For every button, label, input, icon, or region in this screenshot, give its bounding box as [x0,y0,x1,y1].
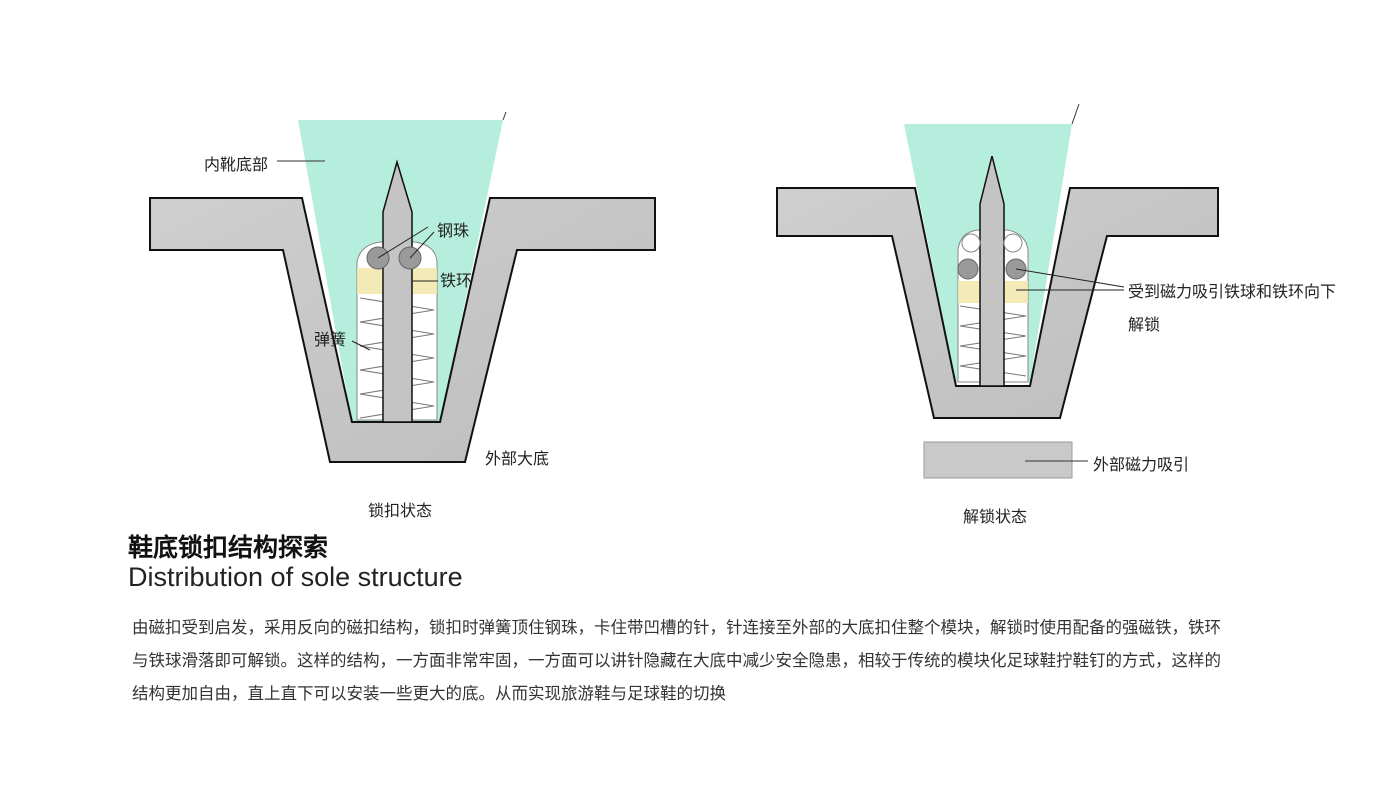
label-inner-sole: 内靴底部 [204,155,269,174]
steel-ball [957,258,979,280]
groove-empty [961,233,981,253]
paragraph-line: 与铁球滑落即可解锁。这样的结构，一方面非常牢固，一方面可以讲针隐藏在大底中减少安… [132,651,1221,670]
caption-unlocked: 解锁状态 [963,507,1028,526]
label-steel-ball: 钢珠 [437,221,470,240]
title-chinese: 鞋底锁扣结构探索 [128,533,329,562]
paragraph-line: 结构更加自由，直上直下可以安装一些更大的底。从而实现旅游鞋与足球鞋的切换 [132,684,726,703]
label-magnet: 外部磁力吸引 [1093,455,1190,474]
annotation-unlock-line1: 受到磁力吸引铁球和铁环向下 [1128,282,1337,301]
label-spring: 弹簧 [314,330,347,349]
external-magnet [923,441,1073,479]
caption-locked: 锁扣状态 [368,501,433,520]
label-outer-sole: 外部大底 [485,449,550,468]
groove-empty [1003,233,1023,253]
outer-sole-shape [776,187,1219,419]
locked-diagram [149,111,656,463]
outer-sole-shape [149,197,656,463]
unlocked-diagram [776,103,1219,479]
title-english: Distribution of sole structure [128,562,463,592]
paragraph-line: 由磁扣受到启发，采用反向的磁扣结构，锁扣时弹簧顶住钢珠，卡住带凹槽的针，针连接至… [132,618,1221,637]
annotation-unlock-line2: 解锁 [1128,315,1161,334]
description-paragraph: 由磁扣受到启发，采用反向的磁扣结构，锁扣时弹簧顶住钢珠，卡住带凹槽的针，针连接至… [132,611,1342,710]
pin [382,159,413,423]
pin [979,155,1005,387]
label-iron-ring: 铁环 [440,271,473,290]
